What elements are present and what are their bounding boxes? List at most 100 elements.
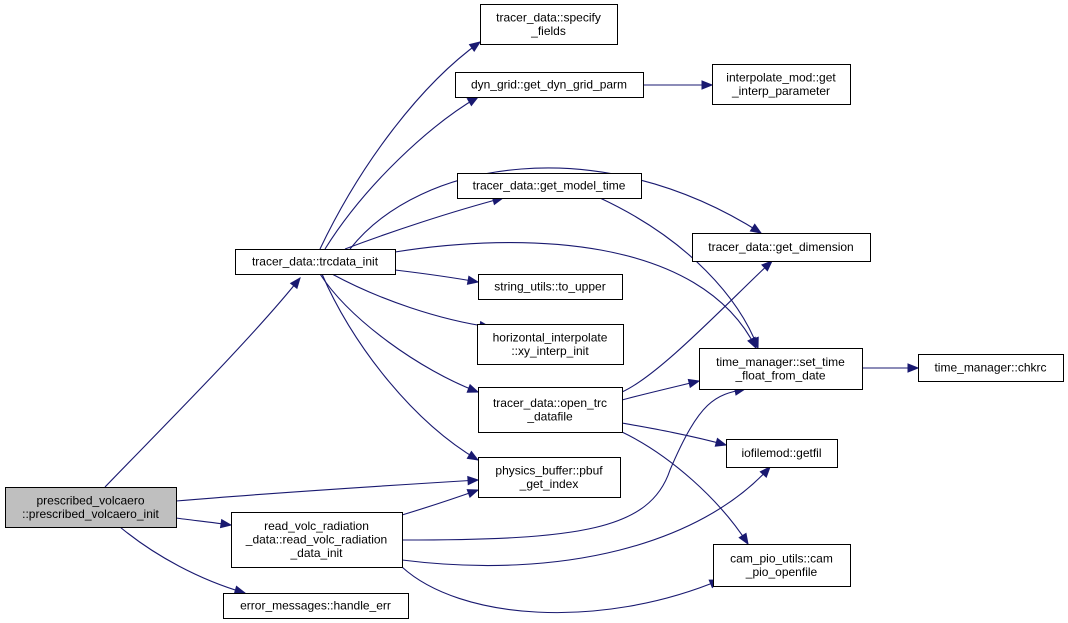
node-label: _fields [530, 24, 566, 38]
node-cam-pio-openfile[interactable]: cam_pio_utils::cam_pio_openfile [713, 544, 851, 587]
node-box [692, 233, 871, 262]
node-box [455, 72, 644, 98]
edge-line [319, 41, 481, 250]
edge-line [344, 197, 504, 250]
node-read-volc-radiation-data-init[interactable]: read_volc_radiation_data::read_volc_radi… [231, 512, 403, 568]
arrowhead-icon [907, 363, 920, 373]
edge-trcdata_init-to-open_trc_datafile [319, 273, 480, 393]
node-to-upper[interactable]: string_utils::to_upper [478, 274, 623, 300]
arrowhead-icon [466, 96, 480, 107]
node-label: _data::read_volc_radiation [245, 533, 387, 547]
edge-trcdata_init-to-get_model_time [344, 196, 505, 250]
edge-prescribed_volcaero_init-to-trcdata_init [104, 276, 301, 488]
arrowhead-icon [701, 80, 714, 90]
node-getfil[interactable]: iofilemod::getfil [726, 439, 838, 468]
arrowhead-icon [219, 518, 233, 529]
node-label: _datafile [526, 409, 573, 423]
arrowhead-icon [687, 378, 701, 389]
node-label: _float_from_date [734, 368, 825, 382]
edge-open_trc_datafile-to-cam_pio_openfile [621, 431, 749, 546]
arrowhead-icon [466, 275, 480, 285]
node-prescribed-volcaero-init[interactable]: prescribed_volcaero::prescribed_volcaero… [5, 487, 177, 528]
node-label: prescribed_volcaero [36, 493, 144, 507]
edge-trcdata_init-to-get_dimension [349, 167, 763, 250]
arrowhead-icon [749, 336, 759, 350]
node-box [5, 487, 177, 528]
node-label: interpolate_mod::get [726, 70, 836, 84]
node-open-trc-datafile[interactable]: tracer_data::open_trc_datafile [478, 387, 623, 433]
node-label: horizontal_interpolate [493, 330, 608, 344]
arrowhead-icon [738, 532, 749, 546]
edge-line [401, 489, 479, 516]
node-box [223, 593, 409, 619]
node-label: time_manager::chkrc [934, 361, 1046, 375]
node-label: _pio_openfile [745, 565, 818, 579]
node-get-dimension[interactable]: tracer_data::get_dimension [692, 233, 871, 262]
edge-trcdata_init-to-to_upper [394, 269, 480, 285]
edge-get_dyn_grid_parm-to-get_interp_parameter [643, 80, 714, 90]
arrowhead-icon [749, 223, 763, 234]
node-set-time-float-from-date[interactable]: time_manager::set_time_float_from_date [699, 348, 863, 390]
arrowhead-icon [289, 276, 301, 290]
node-label: error_messages::handle_err [240, 599, 391, 613]
node-trcdata-init[interactable]: tracer_data::trcdata_init [235, 249, 396, 275]
node-box [235, 249, 396, 275]
edge-set_time_float_from_date-to-chkrc [862, 363, 920, 373]
node-label: _data_init [289, 546, 343, 560]
edge-line [621, 260, 773, 393]
edge-read_volc_radiation_data_init-to-getfil [401, 465, 771, 567]
node-label: physics_buffer::pbuf [495, 463, 603, 477]
edge-line [394, 241, 757, 349]
edge-prescribed_volcaero_init-to-handle_err [119, 526, 247, 595]
edge-trcdata_init-to-pbuf_get_index [321, 273, 480, 461]
edge-line [321, 273, 479, 461]
arrowhead-icon [761, 260, 773, 272]
node-box [231, 512, 403, 568]
node-box [918, 354, 1064, 382]
node-label: _get_index [519, 477, 579, 491]
node-label: time_manager::set_time [716, 355, 845, 369]
edge-line [175, 479, 479, 502]
node-label: dyn_grid::get_dyn_grid_parm [471, 78, 627, 92]
edge-line [324, 96, 479, 250]
node-box [478, 457, 621, 498]
node-xy-interp-init[interactable]: horizontal_interpolate::xy_interp_init [477, 324, 624, 365]
edge-open_trc_datafile-to-get_dimension [621, 260, 773, 393]
edge-open_trc_datafile-to-set_time_float_from_date [621, 378, 701, 401]
node-label: _interp_parameter [731, 84, 830, 98]
node-box [457, 173, 642, 199]
arrowhead-icon [714, 437, 728, 447]
edge-trcdata_init-to-xy_interp_init [331, 273, 492, 331]
edge-prescribed_volcaero_init-to-read_volc_radiation_data_init [175, 517, 233, 529]
edge-open_trc_datafile-to-getfil [621, 422, 728, 447]
node-get-dyn-grid-parm[interactable]: dyn_grid::get_dyn_grid_parm [455, 72, 644, 98]
node-label: tracer_data::trcdata_init [252, 255, 379, 269]
edge-line [394, 269, 479, 283]
node-label: tracer_data::open_trc [493, 396, 607, 410]
node-chkrc[interactable]: time_manager::chkrc [918, 354, 1064, 382]
edge-prescribed_volcaero_init-to-pbuf_get_index [175, 475, 480, 502]
edge-trcdata_init-to-specify_fields [319, 41, 482, 250]
edge-line [621, 431, 749, 545]
edge-line [401, 388, 746, 541]
node-label: tracer_data::get_model_time [473, 179, 626, 193]
arrowhead-icon [466, 489, 480, 498]
edge-read_volc_radiation_data_init-to-pbuf_get_index [401, 489, 480, 516]
node-get-interp-parameter[interactable]: interpolate_mod::get_interp_parameter [712, 64, 851, 105]
edge-read_volc_radiation_data_init-to-cam_pio_openfile [401, 566, 722, 614]
node-specify-fields[interactable]: tracer_data::specify_fields [480, 4, 618, 45]
node-pbuf-get-index[interactable]: physics_buffer::pbuf_get_index [478, 457, 621, 498]
node-box [699, 348, 863, 390]
node-get-model-time[interactable]: tracer_data::get_model_time [457, 173, 642, 199]
node-box [480, 4, 618, 45]
node-label: ::xy_interp_init [511, 344, 589, 358]
arrowhead-icon [466, 450, 480, 461]
call-nodes: prescribed_volcaero::prescribed_volcaero… [5, 4, 1064, 619]
edge-line [599, 197, 759, 349]
node-handle-err[interactable]: error_messages::handle_err [223, 593, 409, 619]
node-label: tracer_data::specify [496, 10, 601, 24]
arrowhead-icon [759, 465, 771, 478]
arrowhead-icon [468, 41, 482, 52]
node-label: string_utils::to_upper [494, 280, 605, 294]
